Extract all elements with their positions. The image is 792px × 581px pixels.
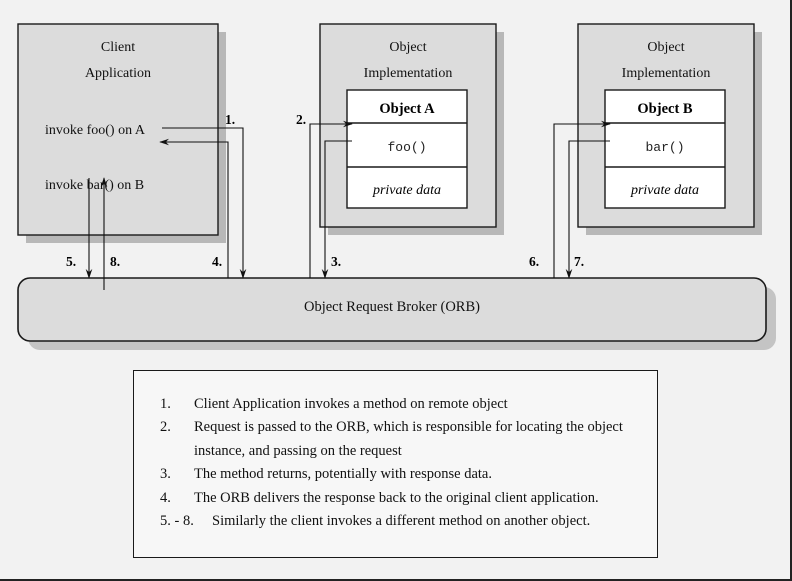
legend-item-marker: 5. - 8.: [160, 513, 194, 530]
step-label-4: 4.: [212, 254, 222, 269]
object-implementation-b-group: Object Implementation Object B bar() pri…: [577, 23, 762, 235]
legend-item: 1. Client Application invokes a method o…: [160, 393, 631, 416]
client-application-title-line1: Client: [101, 40, 135, 55]
client-invoke-foo-label: invoke foo() on A: [45, 123, 146, 138]
legend-item-marker: 2.: [160, 419, 171, 436]
object-a-name: Object A: [379, 101, 435, 117]
legend-item-marker: 4.: [160, 489, 171, 506]
legend-list: 1. Client Application invokes a method o…: [160, 393, 631, 534]
object-b-name: Object B: [637, 101, 692, 117]
object-implementation-b-title-line2: Implementation: [622, 66, 711, 81]
step-label-1: 1.: [225, 112, 235, 127]
object-implementation-a-title-line1: Object: [389, 40, 426, 55]
flow-arrow-3: [321, 140, 352, 279]
step-label-8: 8.: [110, 254, 120, 269]
flow-arrow-4: [159, 138, 229, 278]
object-implementation-a-group: Object Implementation Object A foo() pri…: [319, 23, 504, 235]
step-label-3: 3.: [331, 254, 341, 269]
flow-arrow-6: [553, 120, 611, 278]
legend-item-marker: 3.: [160, 466, 171, 483]
step-label-7: 7.: [574, 254, 584, 269]
legend-item-text: The ORB delivers the response back to th…: [194, 489, 599, 506]
step-label-5: 5.: [66, 254, 76, 269]
legend-item-text: The method returns, potentially with res…: [194, 466, 492, 483]
flow-arrow-2: [309, 120, 353, 278]
legend-item: 2. Request is passed to the ORB, which i…: [160, 416, 631, 463]
legend-item: 4. The ORB delivers the response back to…: [160, 487, 631, 510]
legend-item-text: Similarly the client invokes a different…: [212, 513, 591, 530]
flow-arrow-7: [565, 140, 610, 279]
object-a-card: [346, 89, 468, 209]
client-invoke-bar-label: invoke bar() on B: [45, 178, 144, 193]
flow-arrow-1: [162, 127, 247, 279]
client-application-box: [17, 23, 219, 236]
object-request-broker-group: Object Request Broker (ORB): [17, 277, 776, 350]
step-label-2: 2.: [296, 112, 306, 127]
legend-item: 3. The method returns, potentially with …: [160, 463, 631, 486]
legend-item-text: Client Application invokes a method on r…: [194, 396, 508, 412]
object-implementation-a-title-line2: Implementation: [364, 66, 453, 81]
orb-label: Object Request Broker (ORB): [304, 299, 480, 315]
step-label-6: 6.: [529, 254, 539, 269]
object-b-method: bar(): [645, 140, 684, 155]
object-implementation-b-title-line1: Object: [647, 40, 684, 55]
object-b-card: [604, 89, 726, 209]
orb-box: [17, 277, 767, 342]
client-application-group: Client Application invoke foo() on A inv…: [17, 23, 226, 243]
client-application-title-line2: Application: [85, 66, 151, 81]
legend-box: 1. Client Application invokes a method o…: [133, 370, 658, 558]
legend-item-text: Request is passed to the ORB, which is r…: [194, 419, 623, 459]
object-a-method: foo(): [387, 140, 426, 155]
legend-item: 5. - 8. Similarly the client invokes a d…: [160, 510, 631, 533]
object-b-private-data: private data: [630, 183, 699, 198]
legend-item-marker: 1.: [160, 396, 171, 412]
object-a-private-data: private data: [372, 183, 441, 198]
